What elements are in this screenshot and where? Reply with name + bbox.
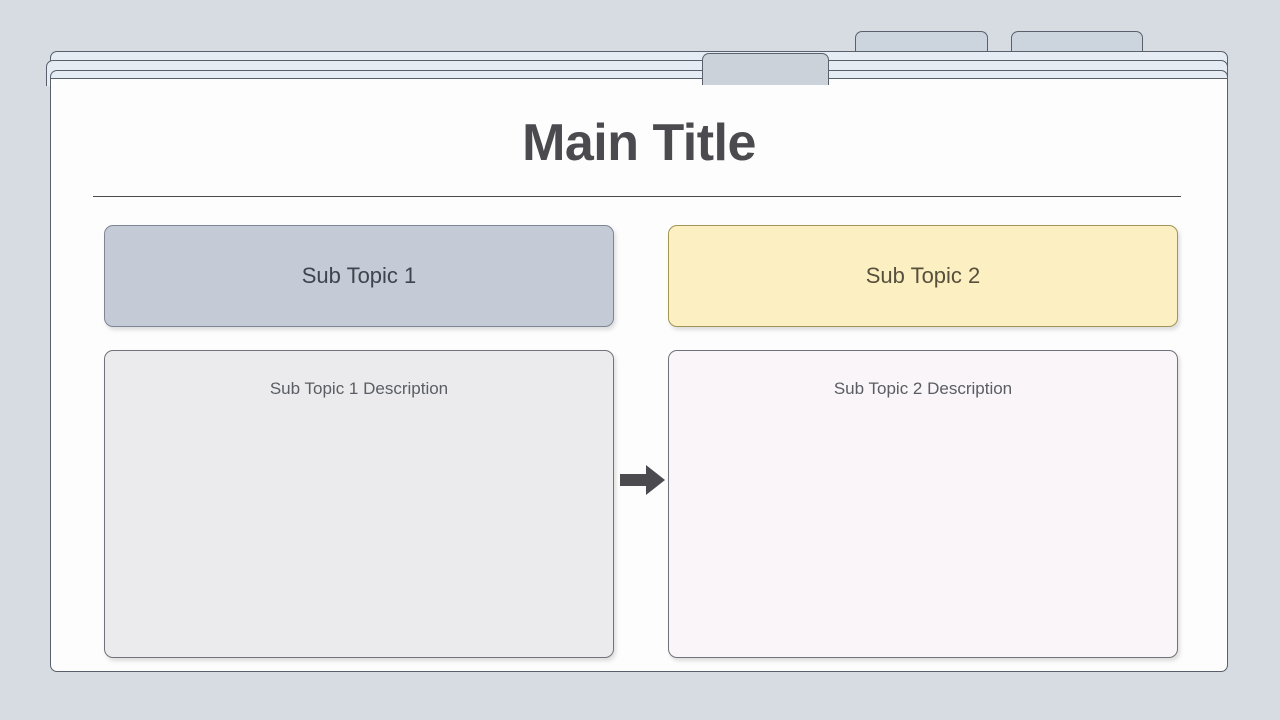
sub-topic-1-description-box[interactable]: Sub Topic 1 Description <box>104 350 614 658</box>
content-columns: Sub Topic 1 Sub Topic 1 Description Sub … <box>51 225 1227 658</box>
sub-topic-2-description-label: Sub Topic 2 Description <box>833 379 1013 398</box>
sub-topic-1-label: Sub Topic 1 <box>301 263 417 288</box>
sub-topic-1-description-label: Sub Topic 1 Description <box>269 379 449 398</box>
column-left: Sub Topic 1 Sub Topic 1 Description <box>104 225 614 658</box>
sub-topic-2-label: Sub Topic 2 <box>865 263 981 288</box>
tab-active-selected[interactable] <box>702 53 829 85</box>
title-divider <box>93 196 1181 197</box>
slide-card: Main Title Sub Topic 1 Sub Topic 1 Descr… <box>50 78 1228 672</box>
column-right: Sub Topic 2 Sub Topic 2 Description <box>668 225 1178 658</box>
page-title: Main Title <box>522 114 756 172</box>
arrow-right-icon <box>620 463 665 497</box>
sub-topic-2-box[interactable]: Sub Topic 2 <box>668 225 1178 327</box>
sub-topic-2-description-box[interactable]: Sub Topic 2 Description <box>668 350 1178 658</box>
sub-topic-1-box[interactable]: Sub Topic 1 <box>104 225 614 327</box>
